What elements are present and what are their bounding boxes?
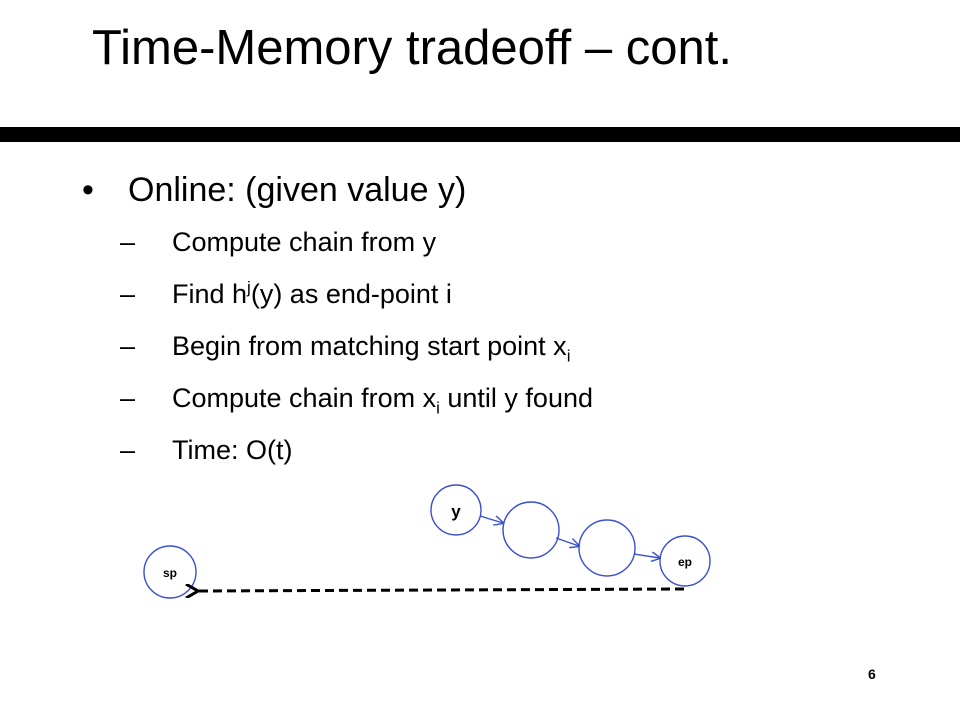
- text-part: Find h: [172, 279, 248, 309]
- subscript: i: [566, 346, 571, 366]
- text-part: Begin from matching start point x: [172, 331, 567, 361]
- sub-item-text: Begin from matching start point xi: [172, 326, 570, 366]
- title-divider: [0, 127, 960, 142]
- bullet-marker: •: [82, 171, 94, 209]
- node-sp-label: sp: [163, 566, 177, 580]
- return-arrow: [198, 589, 685, 591]
- sub-item-text: Find hj(y) as end-point i: [172, 274, 452, 314]
- text-part: until y found: [439, 383, 593, 413]
- subscript: i: [436, 398, 440, 418]
- sub-item-dash: –: [120, 383, 136, 413]
- sub-item-text: Compute chain from y: [172, 227, 437, 257]
- node-y: [430, 484, 482, 536]
- node-chain-1: [502, 501, 560, 559]
- chain-arrow-1: [479, 515, 503, 523]
- text-part: (y) as end-point i: [250, 279, 452, 309]
- sub-item-text: Time: O(t): [172, 435, 293, 465]
- slide-title: Time-Memory tradeoff – cont.: [92, 21, 732, 75]
- sub-item-dash: –: [120, 227, 136, 257]
- node-ep-label: ep: [678, 555, 692, 569]
- node-chain-2: [578, 519, 636, 577]
- sub-item-dash: –: [120, 435, 136, 465]
- chain-arrow-3: [633, 554, 660, 558]
- page-number: 6: [868, 666, 876, 682]
- superscript: j: [247, 278, 251, 297]
- bullet-text: Online: (given value y): [128, 171, 467, 209]
- node-y-label: y: [451, 502, 461, 521]
- text-part: Compute chain from x: [172, 383, 437, 413]
- sub-item-text: Compute chain from xi until y found: [172, 378, 593, 418]
- chain-arrow-2: [555, 537, 579, 546]
- node-sp: [143, 545, 197, 599]
- sub-item-dash: –: [120, 279, 136, 309]
- sub-item-dash: –: [120, 331, 136, 361]
